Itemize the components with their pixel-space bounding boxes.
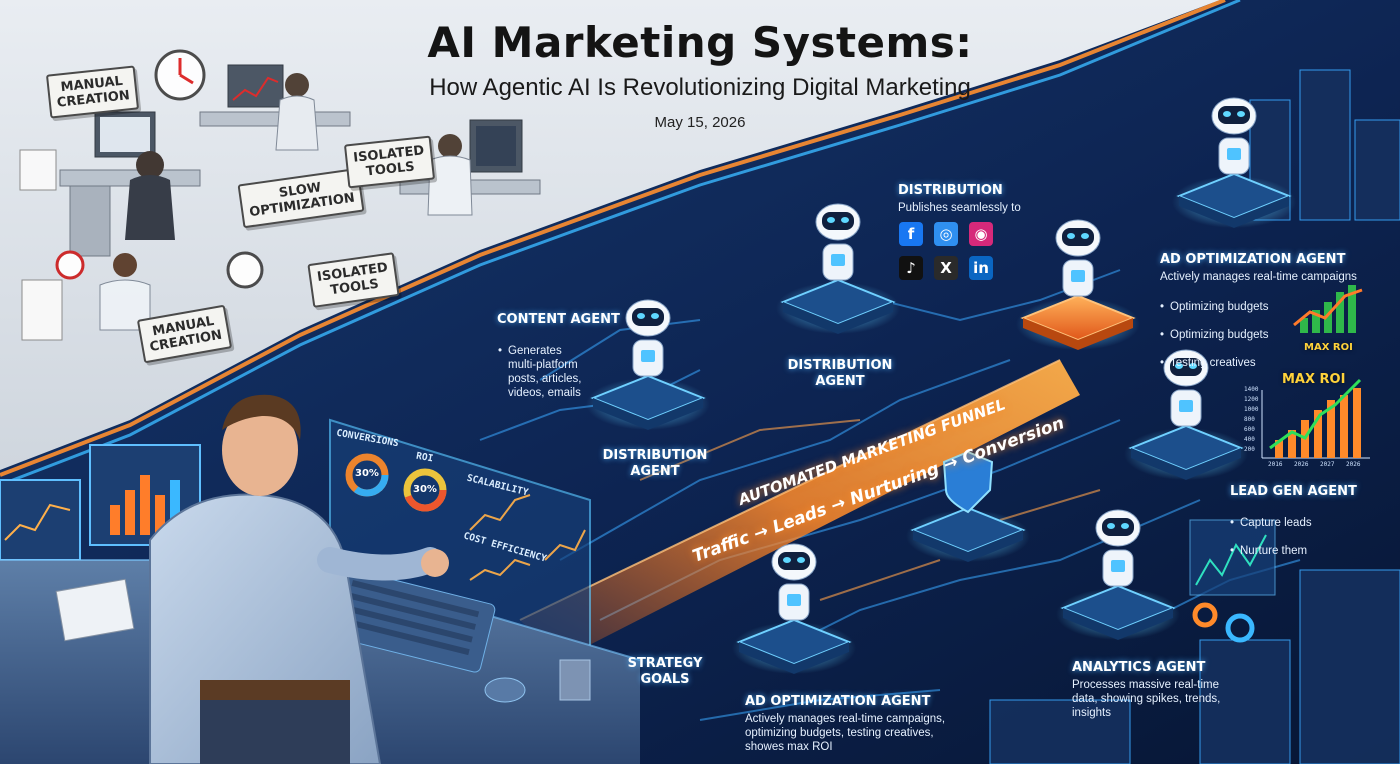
sign-isolated-tools-top: ISOLATED TOOLS [343, 135, 436, 189]
page-title: AI Marketing Systems: [427, 18, 973, 67]
analytics-agent-robot [1056, 509, 1180, 640]
page-subtitle: How Agentic AI Is Revolutionizing Digita… [429, 74, 971, 101]
distribution-info-title: DISTRIBUTION [898, 183, 1003, 198]
lead-gen-bullet: Capture leads [1230, 516, 1350, 530]
ad-optimization-agent-top-title: AD OPTIMIZATION AGENT [1160, 252, 1346, 267]
x-icon: X [934, 256, 958, 280]
tiktok-icon: ♪ [899, 256, 923, 280]
dashboard-roi-value: 30% [413, 484, 437, 495]
facebook-icon: f [899, 222, 923, 246]
roi-y-tick: 1400 [1244, 386, 1259, 393]
ad-optimization-agent-robot [1016, 219, 1140, 350]
linkedin-icon: in [969, 256, 993, 280]
lead-gen-bullet: Nurture them [1230, 544, 1350, 558]
ad-optimization-agent-bottom-desc: Actively manages real-time campaigns, op… [745, 713, 946, 753]
large-roi-chart-label: MAX ROI [1282, 372, 1346, 387]
roi-y-tick: 200 [1244, 446, 1255, 453]
distribution-agent-mid-title: DISTRIBUTION AGENT [787, 358, 893, 389]
content-agent-description: Generates multi-platform posts, articles… [498, 330, 608, 414]
lead-gen-agent-title: LEAD GEN AGENT [1230, 484, 1357, 499]
roi-y-tick: 1000 [1244, 406, 1259, 413]
roi-x-tick: 2016 [1268, 461, 1283, 468]
publication-date: May 15, 2026 [654, 114, 746, 131]
ad-optimization-bullet: Optimizing budgets [1160, 328, 1300, 342]
ad-optimization-bottom-robot [732, 543, 856, 674]
ad-optimization-bullet: Testing creatives [1160, 356, 1300, 370]
roi-y-tick: 600 [1244, 426, 1255, 433]
ad-optimization-bullet: Optimizing budgets [1160, 300, 1300, 314]
top-agent-robot [1172, 97, 1296, 228]
dashboard-conversions-value: 30% [355, 468, 379, 479]
distribution-agent-robot [776, 203, 900, 334]
security-shield-platform [906, 450, 1030, 562]
content-agent-bullet: Generates multi-platform posts, articles… [498, 344, 608, 400]
ad-optimization-agent-top-desc: Actively manages real-time campaigns [1160, 271, 1357, 283]
content-agent-robot [586, 299, 710, 430]
globe-icon: ◎ [934, 222, 958, 246]
roi-y-tick: 800 [1244, 416, 1255, 423]
roi-x-tick: 2026 [1346, 461, 1361, 468]
small-roi-chart-label: MAX ROI [1304, 342, 1353, 353]
instagram-icon: ◉ [969, 222, 993, 246]
analytics-agent-title: ANALYTICS AGENT [1072, 660, 1206, 675]
strategy-goals-label: STRATEGY GOALS [627, 656, 703, 687]
roi-x-tick: 2026 [1294, 461, 1309, 468]
roi-y-tick: 400 [1244, 436, 1255, 443]
distribution-info-desc: Publishes seamlessly to [898, 202, 1021, 214]
lead-gen-agent-bullets: Capture leads Nurture them [1230, 502, 1350, 572]
sign-manual-creation-top: MANUAL CREATION [45, 65, 140, 119]
roi-y-tick: 1200 [1244, 396, 1259, 403]
roi-x-tick: 2027 [1320, 461, 1335, 468]
ad-optimization-agent-top-bullets: Optimizing budgets Optimizing budgets Te… [1160, 286, 1300, 384]
ad-optimization-agent-bottom-title: AD OPTIMIZATION AGENT [745, 694, 931, 709]
content-agent-title: CONTENT AGENT [497, 312, 620, 327]
analytics-agent-desc: Processes massive real-time data, showin… [1072, 679, 1221, 719]
distribution-agent-left-title: DISTRIBUTION AGENT [602, 448, 708, 479]
